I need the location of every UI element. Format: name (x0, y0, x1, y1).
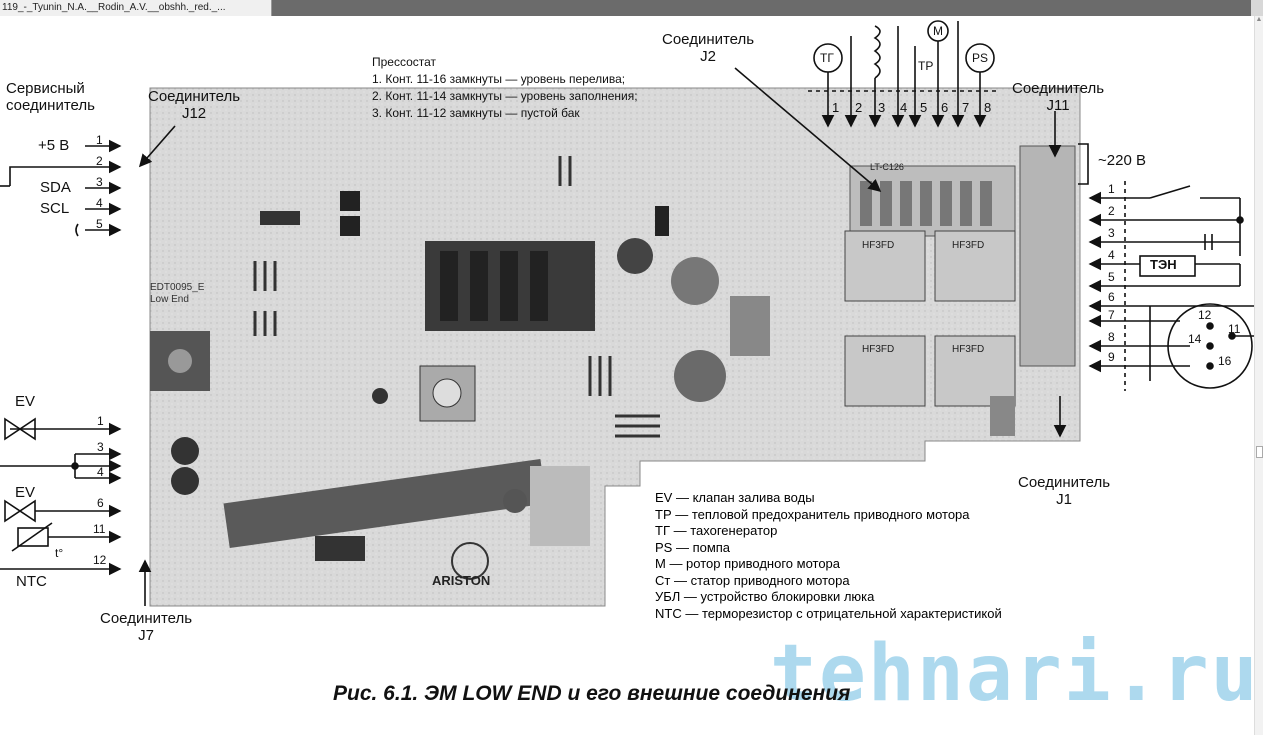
pin-signal-scl: SCL (40, 200, 70, 217)
j7-pin-number: 6 (97, 496, 104, 510)
j7-pin-number: 11 (93, 522, 106, 536)
j2-pin-number: 6 (941, 100, 949, 115)
j12-pin-number: 3 (96, 175, 103, 189)
legend-item: УБЛ — устройство блокировки люка (655, 589, 875, 604)
connector-j1-label: Соединитель J1 (1018, 474, 1111, 508)
pressostat-notes: Прессостат 1. Конт. 11-16 замкнуты — уро… (372, 54, 638, 122)
connector-j1-block (1019, 145, 1076, 367)
legend-item: PS — помпа (655, 539, 731, 555)
relay-mark: HF3FD (952, 344, 985, 355)
pump-symbol: PS (972, 51, 989, 65)
document-page: Сервисный соединитель Соединитель J12 +5… (0, 16, 1255, 735)
j7-pin-number: 1 (97, 414, 104, 428)
legend-item: M — ротор приводного мотора (655, 556, 841, 571)
j1-pin-number: 1 (1108, 182, 1115, 196)
j1-pin-number: 2 (1108, 204, 1115, 218)
relay-3 (844, 335, 926, 407)
relay-4 (934, 335, 1016, 407)
valve-label: EV (15, 484, 36, 501)
connector-j11-label: Соединитель J11 (1012, 80, 1105, 114)
pressostat-line: 2. Конт. 11-14 замкнуты — уровень заполн… (372, 89, 638, 103)
pressostat-line: 3. Конт. 11-12 замкнуты — пустой бак (372, 106, 580, 120)
temperature-symbol: t° (55, 546, 64, 560)
legend-item: ТР — тепловой предохранитель приводного … (655, 506, 970, 522)
j2-pin-number: 7 (962, 100, 970, 115)
relay-1 (844, 230, 926, 302)
relay-mark: HF3FD (952, 240, 985, 251)
j1-pin-number: 8 (1108, 330, 1115, 344)
service-connector-label: Сервисный соединитель (6, 80, 95, 114)
relay-mark: HF3FD (862, 240, 895, 251)
valve-label: EV (15, 393, 36, 410)
legend-item: Ст — статор приводного мотора (655, 572, 850, 588)
display-module (223, 458, 547, 549)
connector-j2-label: Соединитель J2 (662, 31, 755, 65)
pressostat-line: 1. Конт. 11-16 замкнуты — уровень перели… (372, 72, 626, 86)
thermal-fuse-symbol: ТР (918, 59, 934, 73)
j1-pin-number: 5 (1108, 270, 1115, 284)
j1-pin-number: 6 (1108, 290, 1115, 304)
legend: EV — клапан залива воды ТР — тепловой пр… (655, 490, 1075, 630)
legend-item: ТГ — тахогенератор (655, 523, 778, 538)
motor-symbol: M (933, 24, 943, 38)
j7-pin-number: 4 (97, 465, 104, 479)
j1-pin-number: 3 (1108, 226, 1115, 240)
capacitor (617, 238, 653, 274)
board-model-mark: EDT0095_E Low End (150, 282, 205, 305)
pressostat-contact: 12 (1198, 308, 1212, 322)
j1-pin-number: 4 (1108, 248, 1115, 262)
tab-bar: 119_-_Tyunin_N.A.__Rodin_A.V.__obshh._re… (0, 0, 1263, 16)
j2-pin-number: 2 (855, 100, 863, 115)
ntc-label: NTC (16, 573, 47, 590)
vertical-scrollbar[interactable]: ▲ (1254, 16, 1263, 735)
pin-signal-5v: +5 В (38, 137, 70, 154)
j2-pin-number: 5 (920, 100, 928, 115)
j1-pin-number: 9 (1108, 350, 1115, 364)
pin-signal-sda: SDA (40, 179, 71, 196)
j2-pin-number: 8 (984, 100, 992, 115)
j12-pin-number: 4 (96, 196, 103, 210)
site-watermark: tehnari.ru (770, 629, 1255, 719)
pressostat-contact: 11 (1228, 322, 1241, 336)
j2-pin-number: 4 (900, 100, 908, 115)
scroll-up-icon[interactable]: ▲ (1255, 16, 1263, 23)
mains-voltage-label: ~220 В (1098, 152, 1146, 169)
chip-mark: LT-C126 (870, 162, 904, 172)
document-tab[interactable]: 119_-_Tyunin_N.A.__Rodin_A.V.__obshh._re… (0, 0, 272, 16)
connector-j12-label: Соединитель J12 (148, 88, 241, 122)
brand-logo: ARISTON (432, 573, 491, 588)
j12-pin-number: 2 (96, 154, 103, 168)
tachogenerator-symbol: ТГ (820, 51, 834, 65)
figure-caption: Рис. 6.1. ЭМ LOW END и его внешние соеди… (333, 682, 851, 705)
pcb-board (149, 87, 1081, 607)
relay-2 (934, 230, 1016, 302)
j2-pin-number: 3 (878, 100, 886, 115)
scroll-thumb[interactable] (1256, 446, 1263, 458)
j2-pin-number: 1 (832, 100, 840, 115)
connector-j7-label: Соединитель J7 (100, 610, 193, 644)
j1-pin-number: 7 (1108, 308, 1115, 322)
pressostat-contact: 16 (1218, 354, 1232, 368)
legend-item: NTC — терморезистор с отрицательной хара… (655, 605, 1002, 621)
tab-bar-end (1251, 0, 1263, 16)
j7-pin-number: 3 (97, 440, 104, 454)
pressostat-contact: 14 (1188, 332, 1202, 346)
relay-mark: HF3FD (862, 344, 895, 355)
j12-pin-number: 1 (96, 133, 103, 147)
j12-pin-number: 5 (96, 217, 103, 231)
schematic-graphics (0, 20, 1255, 607)
legend-item: EV — клапан залива воды (655, 490, 815, 505)
heater-label: ТЭН (1150, 257, 1177, 272)
j7-pin-number: 12 (93, 553, 107, 567)
pressostat-title: Прессостат (372, 55, 437, 69)
